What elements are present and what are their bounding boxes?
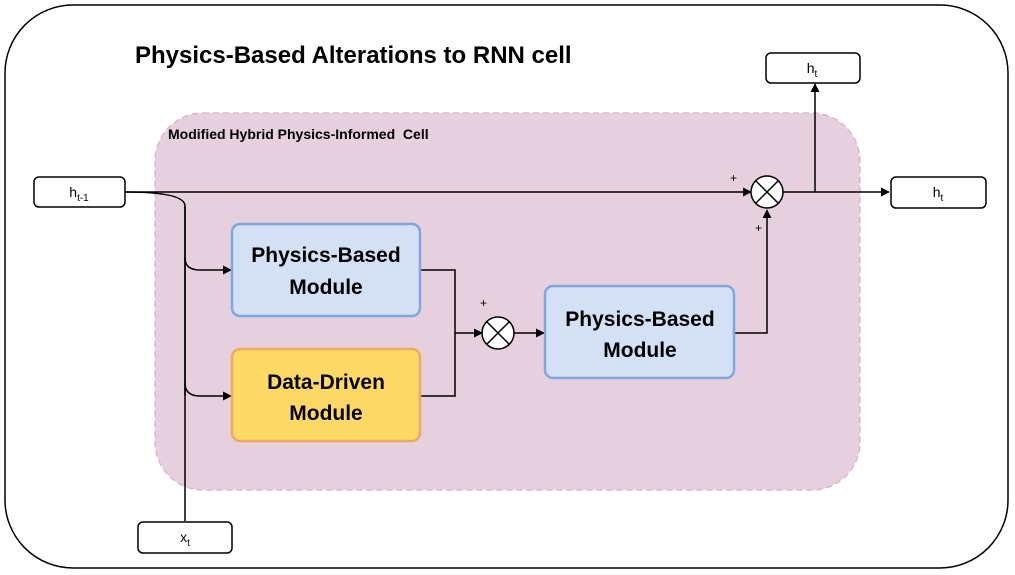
node-label-sub: t — [941, 193, 944, 204]
wire-to-data-module — [184, 382, 232, 401]
region-label: Modified Hybrid Physics-Informed Cell — [168, 126, 429, 142]
data-driven-module: Data-Driven Module — [230, 347, 422, 443]
top-combiner — [750, 175, 784, 209]
lower-combiner — [481, 316, 515, 350]
node-label-base: x — [180, 529, 187, 545]
module-label-line2: Module — [603, 339, 677, 362]
wire-hprev-branch — [124, 191, 186, 396]
node-label-sub: t — [187, 538, 190, 549]
module-label-line1: Data-Driven — [267, 371, 385, 394]
plus-sign-top-bottom: + — [755, 221, 762, 235]
diagram-title: Physics-Based Alterations to RNN cell — [135, 42, 572, 69]
plus-sign-lower: + — [480, 296, 487, 310]
svg-text:xt: xt — [180, 529, 190, 549]
input-h-prev: ht-1 — [33, 176, 126, 208]
node-label-base: h — [933, 184, 941, 200]
node-label-sub: t-1 — [77, 193, 89, 204]
svg-text:ht: ht — [807, 60, 818, 80]
node-label-sub: t — [815, 69, 818, 80]
wire-physics-out — [420, 269, 456, 333]
wire-to-physics-module — [184, 257, 232, 275]
module-label-line2: Module — [289, 276, 363, 299]
svg-text:ht: ht — [933, 184, 944, 204]
module-label-line1: Physics-Based — [251, 244, 400, 267]
plus-sign-top-left: + — [730, 171, 737, 185]
connections — [124, 83, 890, 521]
input-x: xt — [137, 521, 233, 554]
physics-based-module-right: Physics-Based Module — [543, 284, 736, 380]
output-h-top: ht — [765, 52, 861, 84]
wire-data-out — [420, 333, 456, 397]
output-h-right: ht — [890, 176, 987, 209]
module-label-line1: Physics-Based — [565, 308, 714, 331]
node-label-base: h — [69, 184, 77, 200]
wire-right-module-up — [734, 209, 772, 334]
module-label-line2: Module — [289, 402, 363, 425]
node-label-base: h — [807, 60, 815, 76]
physics-based-module-left: Physics-Based Module — [230, 222, 422, 318]
svg-text:ht-1: ht-1 — [69, 184, 89, 204]
